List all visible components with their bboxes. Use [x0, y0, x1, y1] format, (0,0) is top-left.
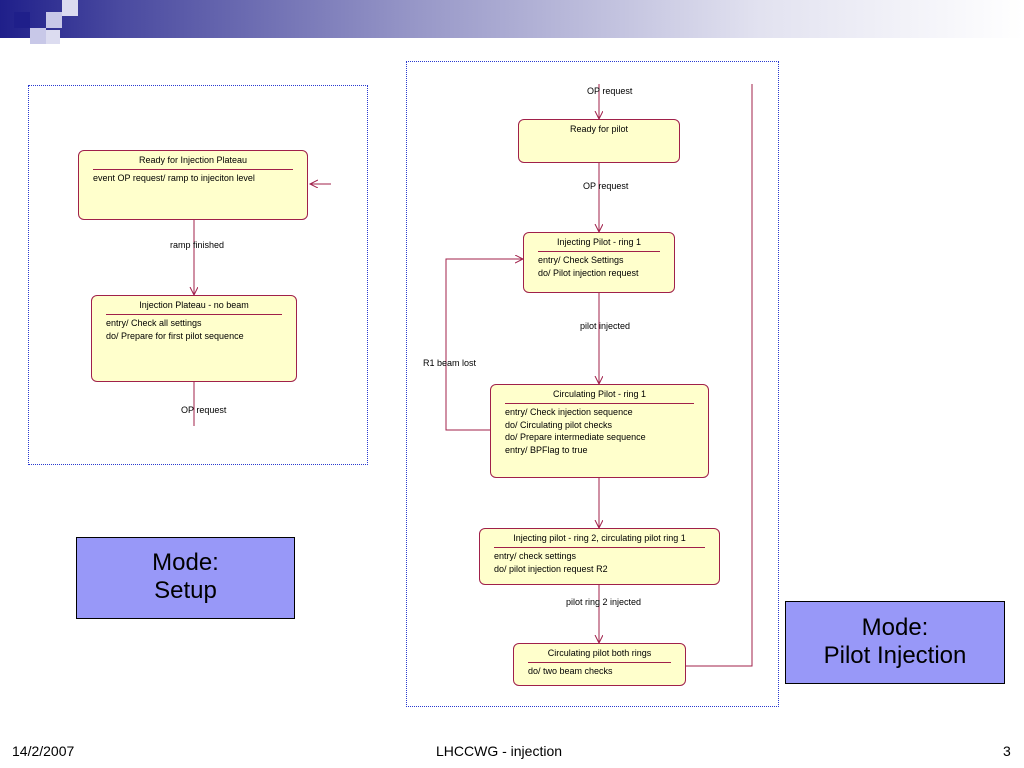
state-action: do/ Prepare intermediate sequence [505, 432, 646, 442]
transition-label-r1-beam-lost: R1 beam lost [423, 358, 477, 368]
pilot-diagram-frame [406, 61, 779, 707]
state-action: do/ pilot injection request R2 [494, 563, 608, 574]
mode-label: Mode: [152, 549, 219, 576]
footer-page-number: 3 [1003, 743, 1011, 759]
state-title: Circulating pilot both rings [547, 648, 652, 658]
state-title: Circulating Pilot - ring 1 [552, 389, 647, 399]
state-divider [528, 662, 671, 663]
state-action: entry/ Check all settings [106, 318, 202, 328]
state-ready-for-injection-plateau: Ready for Injection Plateau event OP req… [78, 150, 308, 220]
transition-label-ramp-finished: ramp finished [170, 240, 225, 250]
state-action: entry/ BPFlag to true [505, 444, 588, 455]
transition-label-op-request-in: OP request [587, 86, 633, 96]
state-divider [93, 169, 293, 170]
transition-label-pilot-ring-2-injected: pilot ring 2 injected [566, 597, 642, 607]
state-action: entry/ Check Settings [538, 255, 624, 265]
footer-date: 14/2/2007 [12, 743, 75, 759]
mode-label: Mode: [861, 614, 929, 641]
state-action: entry/ check settings [494, 551, 577, 561]
state-ready-for-pilot: Ready for pilot [518, 119, 680, 163]
footer-title: LHCCWG - injection [436, 743, 563, 759]
state-action: do/ Prepare for first pilot sequence [106, 330, 244, 341]
state-injection-plateau-no-beam: Injection Plateau - no beam entry/ Check… [91, 295, 297, 382]
state-action: do/ Pilot injection request [538, 267, 639, 278]
state-title: Injection Plateau - no beam [139, 300, 249, 310]
state-injecting-pilot-ring-2: Injecting pilot - ring 2, circulating pi… [479, 528, 720, 585]
logo-square-light [46, 30, 60, 44]
state-divider [538, 251, 660, 252]
state-action: entry/ Check injection sequence [505, 407, 633, 417]
state-circulating-pilot-ring-1: Circulating Pilot - ring 1 entry/ Check … [490, 384, 709, 478]
state-divider [494, 547, 705, 548]
mode-setup-box: Mode: Setup [76, 537, 295, 619]
transition-label-op-request: OP request [583, 181, 629, 191]
state-circulating-pilot-both-rings: Circulating pilot both rings do/ two bea… [513, 643, 686, 686]
logo-square-light [46, 12, 62, 28]
state-divider [106, 314, 282, 315]
header-bar [0, 0, 1024, 38]
state-title: Ready for pilot [569, 124, 629, 134]
state-title: Injecting pilot - ring 2, circulating pi… [513, 533, 686, 543]
setup-diagram-frame [28, 85, 368, 465]
state-action: event OP request/ ramp to injeciton leve… [93, 173, 255, 183]
mode-pilot-injection-box: Mode: Pilot Injection [785, 601, 1005, 684]
state-title: Ready for Injection Plateau [138, 155, 248, 165]
logo-square-light [62, 0, 78, 16]
mode-value: Pilot Injection [823, 642, 967, 669]
transition-label-pilot-injected: pilot injected [580, 321, 631, 331]
state-action: do/ Circulating pilot checks [505, 419, 613, 430]
state-title: Injecting Pilot - ring 1 [556, 237, 642, 247]
state-injecting-pilot-ring-1: Injecting Pilot - ring 1 entry/ Check Se… [523, 232, 675, 293]
state-divider [505, 403, 694, 404]
mode-value: Setup [154, 577, 217, 604]
logo-square-light [30, 28, 46, 44]
transition-label-op-request: OP request [181, 405, 227, 415]
state-action: do/ two beam checks [528, 666, 613, 676]
logo-square-dark [14, 12, 30, 28]
